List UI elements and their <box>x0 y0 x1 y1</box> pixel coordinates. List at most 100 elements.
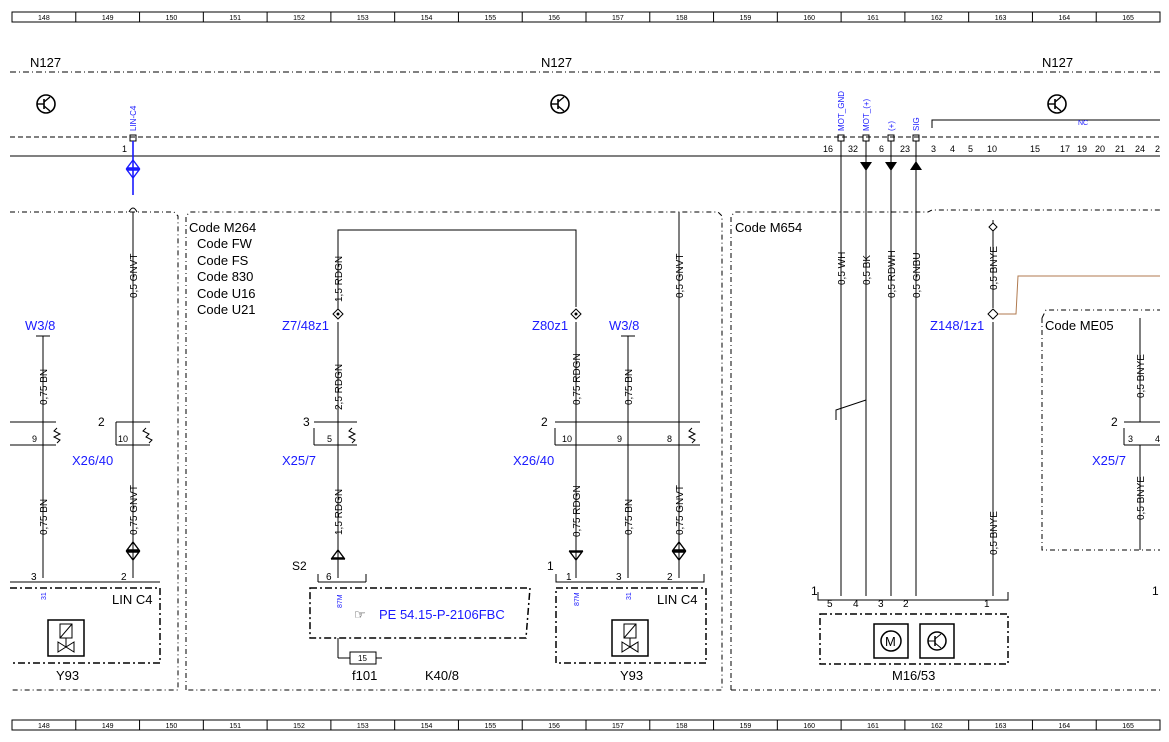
component-label: LIN C4 <box>112 592 152 607</box>
wire-label: 0,5 GNBU <box>912 252 923 298</box>
transistor-icon <box>550 94 570 114</box>
component-label: LIN C4 <box>657 592 697 607</box>
wire-label: 0,75 RDGN <box>572 485 583 537</box>
ruler-label: 163 <box>995 723 1007 730</box>
pin-number: 3 <box>31 572 37 583</box>
pin-number: 2 <box>667 572 673 583</box>
ruler-label: 156 <box>548 15 560 22</box>
pin-tag: 87M <box>337 594 344 608</box>
ruler-label: 148 <box>38 15 50 22</box>
pin-number: 15 <box>1030 144 1040 154</box>
ruler-label: 157 <box>612 723 624 730</box>
ecu-label-left: N127 <box>30 55 61 70</box>
component-label: X25/7 <box>282 453 316 468</box>
pin-number: 9 <box>32 434 37 444</box>
pin-number: 1 <box>984 599 990 610</box>
pin-number: 2 <box>1155 144 1160 154</box>
reference-link[interactable]: PE 54.15-P-2106FBC <box>379 607 505 622</box>
component-label: f101 <box>352 668 377 683</box>
ruler-label: 156 <box>548 723 560 730</box>
pin-number: 5 <box>968 144 973 154</box>
pin-number: 6 <box>326 572 332 583</box>
wire-label: 0,5 BNYE <box>989 246 1000 290</box>
pin-number: 16 <box>823 144 833 154</box>
ruler-label: 164 <box>1058 723 1070 730</box>
ruler-label: 151 <box>229 15 241 22</box>
wire-label: 2,5 RDGN <box>334 364 345 410</box>
ruler-label: 159 <box>740 723 752 730</box>
wire-label: 0,75 RDGN <box>572 353 583 405</box>
component-label: S2 <box>292 559 307 573</box>
ruler-label: 149 <box>102 15 114 22</box>
ruler-label: 149 <box>102 723 114 730</box>
ruler-label: 154 <box>421 723 433 730</box>
component-label: M16/53 <box>892 668 935 683</box>
code-label: Code M264 <box>189 220 256 235</box>
motor-icon: M <box>873 623 909 659</box>
pin-number: 8 <box>667 434 672 444</box>
wire-label: 0,5 BNYE <box>1136 354 1147 398</box>
code-label: Code FS <box>197 253 249 268</box>
code-label: Code FW <box>197 236 253 251</box>
wire-label: 1,5 RDGN <box>334 256 345 302</box>
signal-sig: SIG <box>912 117 921 131</box>
fuse-label: 15 <box>358 654 367 663</box>
pin-number: 1 <box>811 584 818 598</box>
pin-number: 10 <box>118 434 128 444</box>
wire-label: 0,5 WH <box>837 252 848 285</box>
ruler-label: 160 <box>803 723 815 730</box>
valve-icon <box>611 619 649 657</box>
wire-label: 0,5 BNYE <box>989 511 1000 555</box>
code-label: Code ME05 <box>1045 318 1114 333</box>
pin-number: 10 <box>987 144 997 154</box>
ecu-label-mid: N127 <box>541 55 572 70</box>
wire-label: 1,5 RDGN <box>334 489 345 535</box>
signal-lin-c4: LIN-C4 <box>129 105 138 131</box>
pin-number: 2 <box>1111 415 1118 429</box>
ruler-label: 153 <box>357 15 369 22</box>
ruler-label: 155 <box>484 15 496 22</box>
wire-label: 0,5 BK <box>862 255 873 285</box>
ruler-label: 152 <box>293 15 305 22</box>
component-label: Z148/1z1 <box>930 318 984 333</box>
component-label: Z80z1 <box>532 318 568 333</box>
component-label: K40/8 <box>425 668 459 683</box>
transistor-icon <box>1047 94 1067 114</box>
pin-number: 24 <box>1135 144 1145 154</box>
transistor-icon <box>36 94 56 114</box>
wire-label: 0,5 RDWH <box>887 250 898 298</box>
signal-plus: (+) <box>887 121 896 131</box>
ruler-label: 157 <box>612 15 624 22</box>
pin-number: 23 <box>900 144 910 154</box>
pin-number: 2 <box>541 415 548 429</box>
signal-nc: NC <box>1078 120 1088 127</box>
ruler-label: 160 <box>803 15 815 22</box>
pin-number: 4 <box>950 144 955 154</box>
pin-number: 3 <box>303 415 310 429</box>
signal-mot-gnd: MOT_GND <box>837 91 846 131</box>
component-label: Y93 <box>56 668 79 683</box>
component-label: X25/7 <box>1092 453 1126 468</box>
ruler-label: 152 <box>293 723 305 730</box>
pin-number: 17 <box>1060 144 1070 154</box>
transistor-icon <box>919 623 955 659</box>
hand-pointer-icon: ☞ <box>354 607 366 622</box>
pin-number: 32 <box>848 144 858 154</box>
component-label: X26/40 <box>72 453 113 468</box>
pin-number: 1 <box>547 559 554 573</box>
component-label: Y93 <box>620 668 643 683</box>
ruler-label: 164 <box>1058 15 1070 22</box>
valve-icon <box>47 619 85 657</box>
pin-number: 21 <box>1115 144 1125 154</box>
wire-label: 0,75 GNVT <box>129 485 140 535</box>
wire-label: 0,75 BN <box>624 369 635 405</box>
pin-number: 3 <box>931 144 936 154</box>
pin-number: 2 <box>903 599 909 610</box>
pin-number: 4 <box>853 599 859 610</box>
pin-number: 5 <box>827 599 833 610</box>
wire-label: 0,5 BNYE <box>1136 476 1147 520</box>
pin-number: 2 <box>121 572 127 583</box>
pin-tag: 87M <box>574 592 581 606</box>
